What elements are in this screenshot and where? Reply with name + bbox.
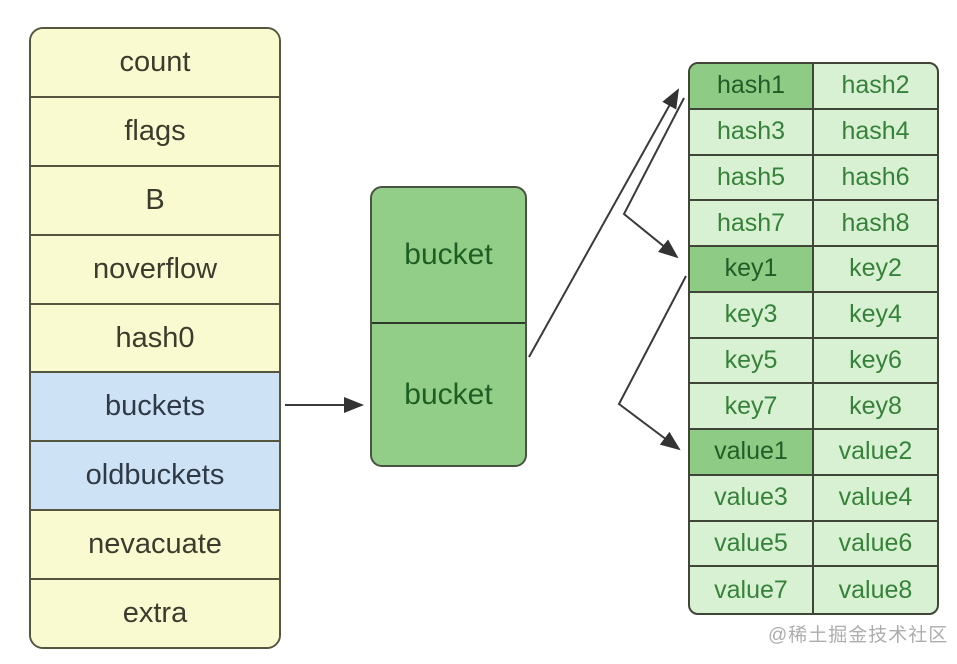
cell-value5: value5 — [690, 521, 814, 568]
cell-value3: value3 — [690, 475, 814, 522]
cell-hash1: hash1 — [690, 64, 814, 110]
cell-key6: key6 — [814, 339, 937, 385]
cell-key3: key3 — [690, 292, 814, 339]
cell-key8: key8 — [814, 384, 937, 430]
hmap-field-hash0: hash0 — [31, 304, 279, 374]
hmap-field-flags: flags — [31, 97, 279, 167]
cell-key1: key1 — [690, 247, 814, 293]
cell-hash5: hash5 — [690, 155, 814, 202]
cell-value2: value2 — [814, 430, 937, 476]
cell-value4: value4 — [814, 476, 937, 522]
buckets-array-box: bucket bucket — [370, 186, 527, 467]
bucket-cell-0: bucket — [372, 188, 525, 324]
hmap-field-noverflow: noverflow — [31, 235, 279, 305]
cell-hash4: hash4 — [814, 110, 937, 156]
hmap-field-extra: extra — [31, 580, 279, 647]
cell-hash2: hash2 — [814, 64, 937, 110]
cell-hash3: hash3 — [690, 109, 814, 156]
hmap-field-nevacuate: nevacuate — [31, 511, 279, 581]
hmap-field-b: B — [31, 166, 279, 236]
cell-value8: value8 — [838, 575, 913, 604]
hmap-field-oldbuckets: oldbuckets — [31, 442, 279, 512]
hmap-field-buckets: buckets — [31, 373, 279, 443]
cell-key4: key4 — [814, 293, 937, 339]
arrow-key1-to-value1 — [617, 275, 687, 451]
hmap-struct-box: count flags B noverflow hash0 buckets ol… — [29, 27, 281, 649]
hmap-field-count: count — [31, 29, 279, 98]
arrow-bucket-to-hash1 — [528, 88, 679, 358]
cell-hash6: hash6 — [814, 156, 937, 202]
bucket-cell-1: bucket — [404, 377, 493, 411]
watermark-text: @稀土掘金技术社区 — [768, 625, 949, 646]
cell-value1: value1 — [690, 430, 814, 476]
arrow-hash1-to-key1 — [622, 97, 685, 259]
cell-hash7: hash7 — [690, 201, 814, 247]
cell-key2: key2 — [814, 247, 937, 293]
cell-key5: key5 — [690, 338, 814, 385]
bucket-detail-table: hash1 hash2 hash3 hash4 hash5 hash6 hash… — [688, 62, 939, 615]
cell-key7: key7 — [690, 384, 814, 430]
cell-value7: value7 — [690, 567, 814, 613]
cell-value6: value6 — [814, 522, 937, 568]
cell-hash8: hash8 — [814, 201, 937, 247]
